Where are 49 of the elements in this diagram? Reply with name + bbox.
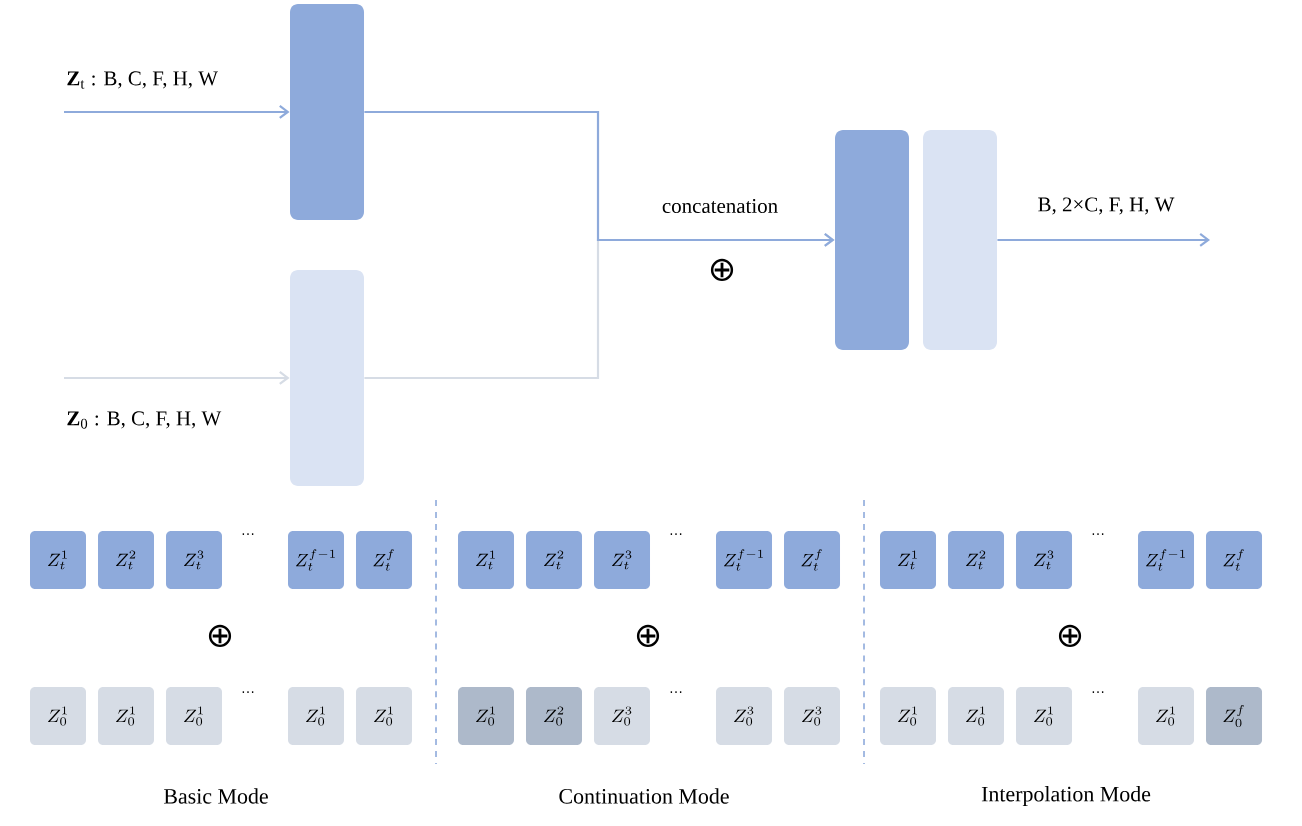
tile: $Z_t^3$ xyxy=(594,531,650,589)
tile: $Z_t^{f-1}$ xyxy=(288,531,344,589)
tile: $Z_0^1$ xyxy=(948,687,1004,745)
tile: $Z_0^1$ xyxy=(166,687,222,745)
plus-symbol: ⊕ xyxy=(1058,624,1082,648)
tile: $Z_0^3$ xyxy=(716,687,772,745)
tile: $Z_t^3$ xyxy=(166,531,222,589)
tile: $Z_0^3$ xyxy=(594,687,650,745)
tile: $Z_0^1$ xyxy=(98,687,154,745)
feature-block xyxy=(290,270,364,486)
arrow xyxy=(64,371,290,385)
tile: $Z_0^1$ xyxy=(30,687,86,745)
tile: $Z_0^1$ xyxy=(880,687,936,745)
tile: $Z_t^{f-1}$ xyxy=(716,531,772,589)
mode-caption: Basic Mode xyxy=(163,788,268,804)
tile: $Z_0^f$ xyxy=(1206,687,1262,745)
tile: $Z_0^1$ xyxy=(288,687,344,745)
tile: $Z_t^{f-1}$ xyxy=(1138,531,1194,589)
tile: $Z_t^f$ xyxy=(784,531,840,589)
edge-label: concatenation xyxy=(659,196,781,215)
mode-caption: Continuation Mode xyxy=(559,788,729,804)
arrow xyxy=(997,233,1210,247)
tile: $Z_t^f$ xyxy=(356,531,412,589)
edge-label: B, 2×C, F, H, W xyxy=(1035,195,1177,217)
tile: $Z_0^1$ xyxy=(1138,687,1194,745)
tile: $Z_0^1$ xyxy=(356,687,412,745)
tile: $Z_0^2$ xyxy=(526,687,582,745)
arrow xyxy=(64,105,290,119)
feature-block xyxy=(835,130,909,350)
plus-symbol: ⊕ xyxy=(208,624,232,648)
feature-block xyxy=(290,4,364,220)
tile: $Z_t^3$ xyxy=(1016,531,1072,589)
plus-symbol: ⊕ xyxy=(710,258,734,282)
tile: $Z_t^2$ xyxy=(526,531,582,589)
feature-block xyxy=(923,130,997,350)
tile: $Z_t^f$ xyxy=(1206,531,1262,589)
plus-symbol: ⊕ xyxy=(636,624,660,648)
tile: $Z_t^2$ xyxy=(98,531,154,589)
edge-label: Z$_{t}$ : B, C, F, H, W xyxy=(64,69,220,91)
tile: $Z_t^2$ xyxy=(948,531,1004,589)
tile: $Z_t^1$ xyxy=(30,531,86,589)
mode-caption: Interpolation Mode xyxy=(981,786,1151,806)
arrow xyxy=(364,110,835,247)
tile: $Z_0^3$ xyxy=(784,687,840,745)
tile: $Z_t^1$ xyxy=(458,531,514,589)
tile: $Z_0^1$ xyxy=(1016,687,1072,745)
tile: $Z_t^1$ xyxy=(880,531,936,589)
edge-label: Z$_{0}$ : B, C, F, H, W xyxy=(64,409,224,431)
tile: $Z_0^1$ xyxy=(458,687,514,745)
